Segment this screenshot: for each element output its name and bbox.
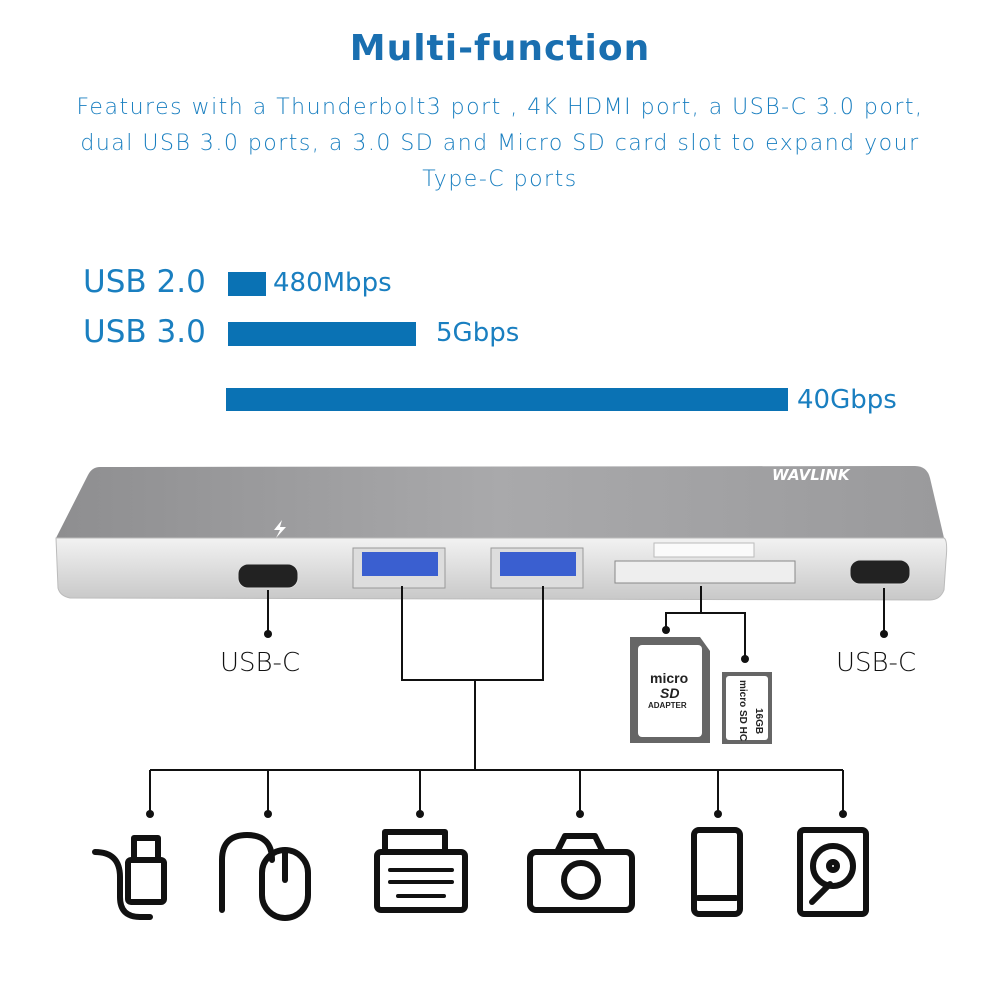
thunderbolt-icon [274, 520, 286, 538]
usb-cable-icon [92, 835, 167, 920]
usb3-label: USB 3.0 [83, 314, 206, 350]
usb-a-port-1-tongue [362, 552, 438, 576]
sd-slot [614, 560, 796, 584]
page-title: Multi-function [349, 28, 651, 69]
usb-c-label-right: USB-C [836, 648, 917, 678]
connector-lines [149, 586, 885, 812]
keyboard-icon [374, 829, 468, 913]
usb-a-port-2-tongue [500, 552, 576, 576]
microsd-slot [653, 542, 755, 558]
usb-c-port-right [849, 559, 911, 585]
connector-dots [146, 626, 888, 818]
microsd-capacity: 16GB [753, 708, 764, 734]
smartphone-icon [691, 827, 743, 917]
sd-card-label-line-3: ADAPTER [648, 701, 687, 710]
device-icons [92, 827, 869, 921]
hard-drive-icon [797, 827, 869, 917]
brand-logo: WAVLINK [772, 466, 851, 484]
usb2-speed-bar [228, 272, 266, 296]
usb3-speed-value: 5Gbps [436, 318, 520, 348]
description-line-2: dual USB 3.0 ports, a 3.0 SD and Micro S… [80, 131, 920, 156]
microsd-card-icon: micro SD HC 16GB [722, 672, 772, 744]
description-line-3: Type-C ports [422, 167, 578, 192]
sd-card-adapter-icon: micro SD ADAPTER [630, 637, 710, 743]
microsd-label: micro SD HC [737, 680, 748, 741]
usb-hub: WAVLINK [55, 466, 948, 601]
usb-c-port-left [237, 563, 299, 589]
thunderbolt-speed-bar [226, 388, 788, 411]
mouse-icon [219, 832, 311, 921]
sd-card-label-line-1: micro [650, 670, 688, 686]
usb2-label: USB 2.0 [83, 264, 206, 300]
usb3-speed-bar [228, 322, 416, 346]
thunderbolt-speed-value: 40Gbps [797, 385, 897, 415]
usb-c-label-left: USB-C [220, 648, 301, 678]
camera-icon [527, 833, 635, 913]
description-line-1: Features with a Thunderbolt3 port , 4K H… [76, 95, 924, 120]
usb2-speed-value: 480Mbps [273, 268, 392, 298]
sd-card-label-line-2: SD [660, 685, 679, 701]
